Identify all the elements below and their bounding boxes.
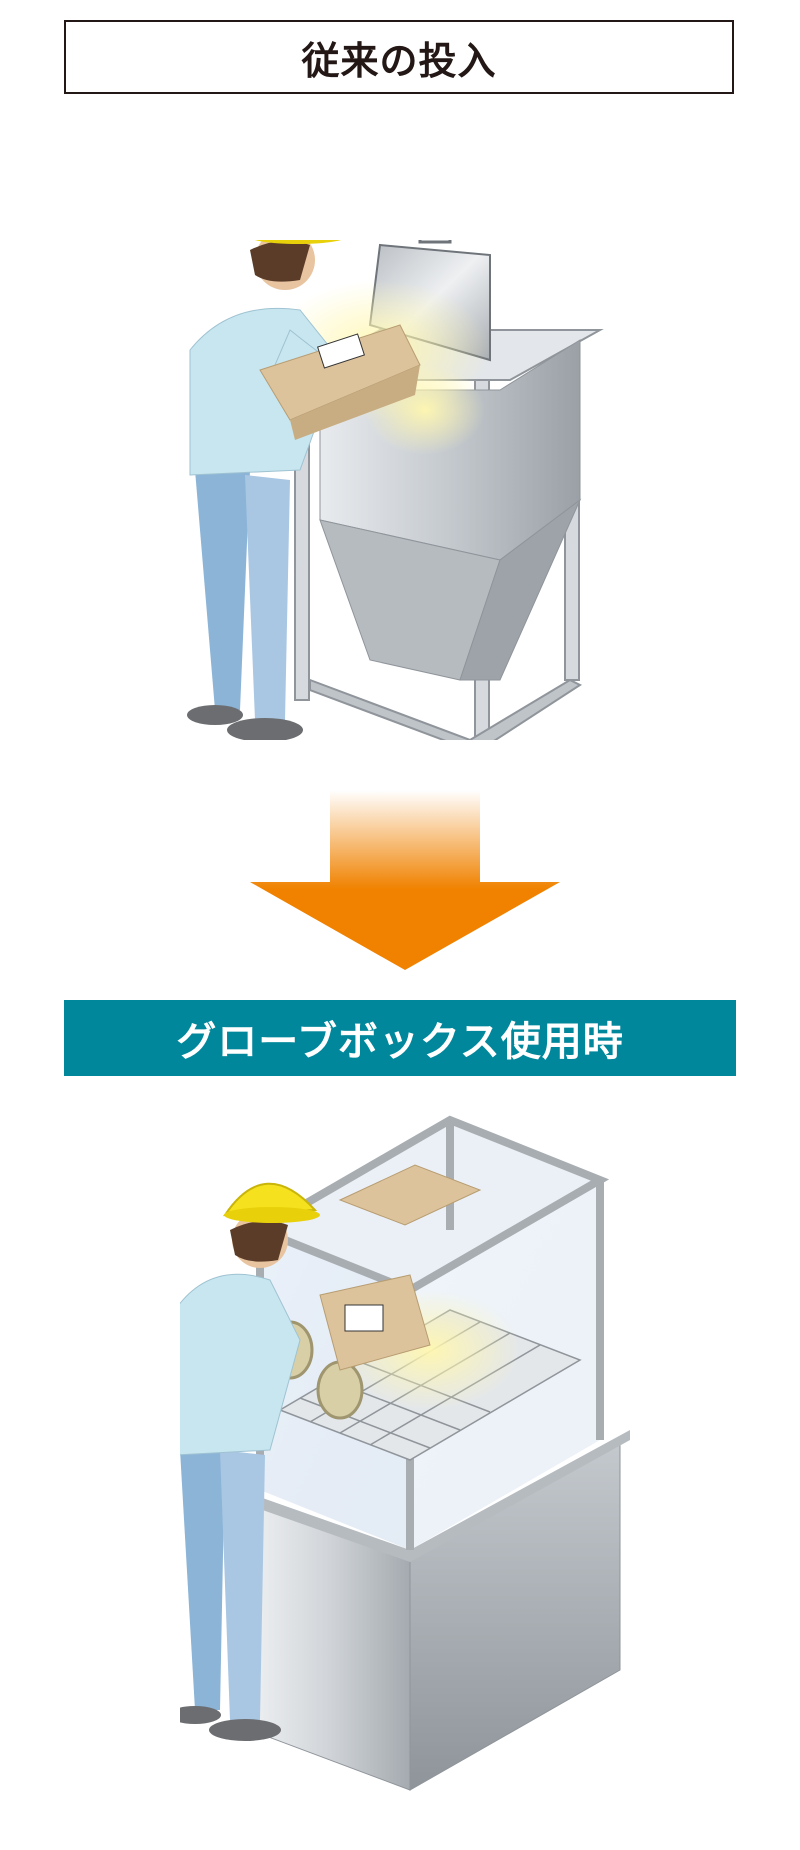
glovebox-base [240, 1430, 630, 1791]
after-title: グローブボックス使用時 [176, 1019, 624, 1065]
powder-bag [259, 324, 421, 440]
down-arrow-icon [250, 790, 560, 970]
before-title-box: 従来の投入 [64, 20, 734, 94]
conventional-charging-illustration [187, 240, 604, 740]
glovebox-illustration [180, 1115, 630, 1791]
after-title-bar: グローブボックス使用時 [64, 1000, 736, 1076]
powder-bag [319, 1274, 431, 1371]
before-title: 従来の投入 [301, 38, 497, 83]
worker-figure [180, 1182, 320, 1741]
top-plate [338, 1164, 482, 1226]
